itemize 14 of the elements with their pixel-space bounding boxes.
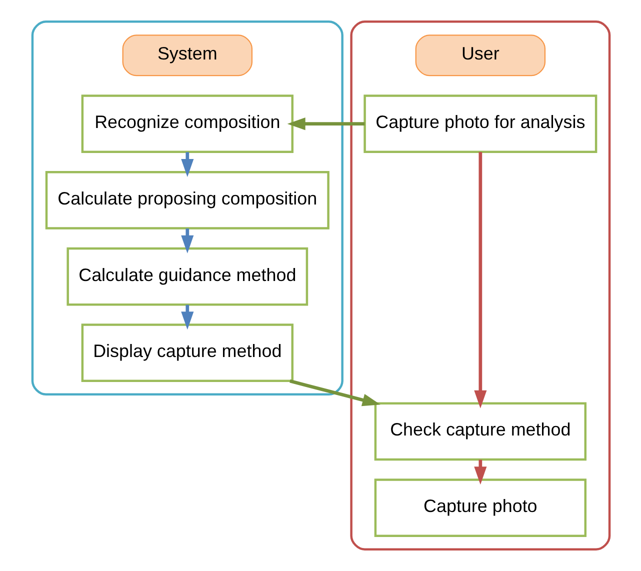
arrow	[474, 152, 486, 408]
cluster	[30, 20, 343, 396]
node-box: Check capture method	[374, 402, 586, 461]
node-box: Capture photo for analysis	[363, 94, 597, 154]
node-box: Recognize composition	[80, 94, 293, 154]
arrow	[289, 379, 380, 406]
node-box: System	[122, 34, 252, 76]
node-box: Display capture method	[80, 324, 293, 382]
node-box: Calculate guidance method	[66, 247, 308, 306]
node-box: Capture photo	[374, 478, 586, 537]
node-box: User	[414, 34, 546, 76]
arrow	[286, 118, 364, 130]
node-box: Calculate proposing composition	[44, 170, 329, 230]
cluster	[350, 20, 610, 550]
